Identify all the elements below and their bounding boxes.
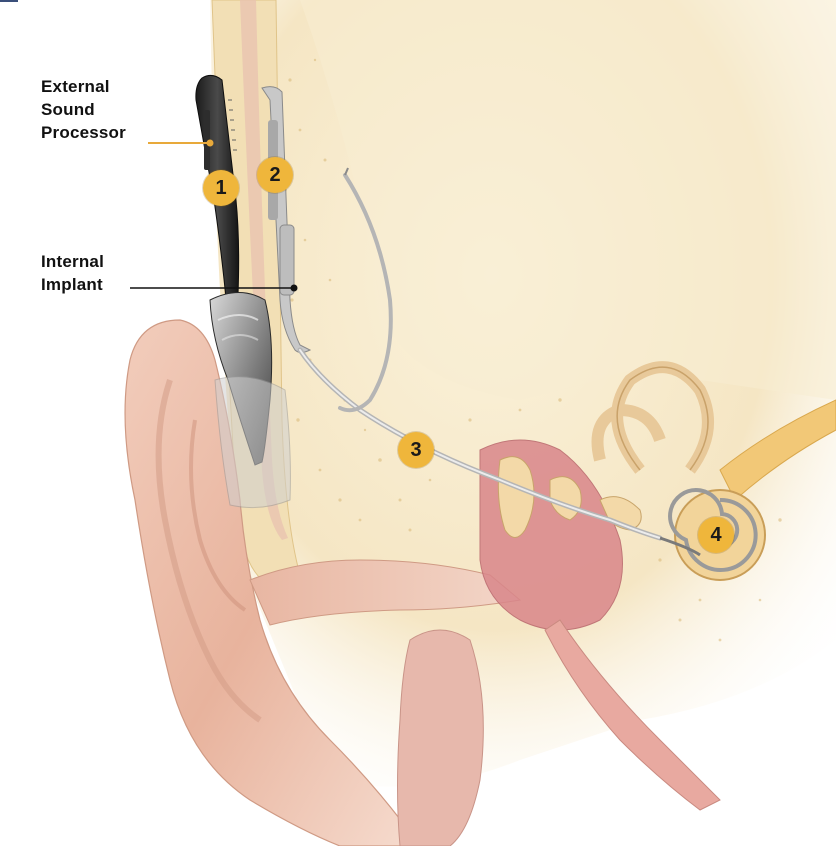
internal-label-line-1: Internal xyxy=(41,250,104,273)
external-label-line-2: Sound xyxy=(41,98,126,121)
top-corner-mark xyxy=(0,0,18,2)
external-label-line-3: Processor xyxy=(41,121,126,144)
internal-implant-leader-dot xyxy=(291,285,298,292)
badge-1: 1 xyxy=(203,170,239,206)
external-label-line-1: External xyxy=(41,75,126,98)
jaw-muscle xyxy=(398,630,484,846)
badge-2: 2 xyxy=(257,157,293,193)
internal-implant-label: Internal Implant xyxy=(41,250,104,296)
external-processor-leader-dot xyxy=(207,140,214,147)
badge-3: 3 xyxy=(398,432,434,468)
external-sound-processor-label: External Sound Processor xyxy=(41,75,126,144)
badge-4: 4 xyxy=(698,517,734,553)
internal-label-line-2: Implant xyxy=(41,273,104,296)
